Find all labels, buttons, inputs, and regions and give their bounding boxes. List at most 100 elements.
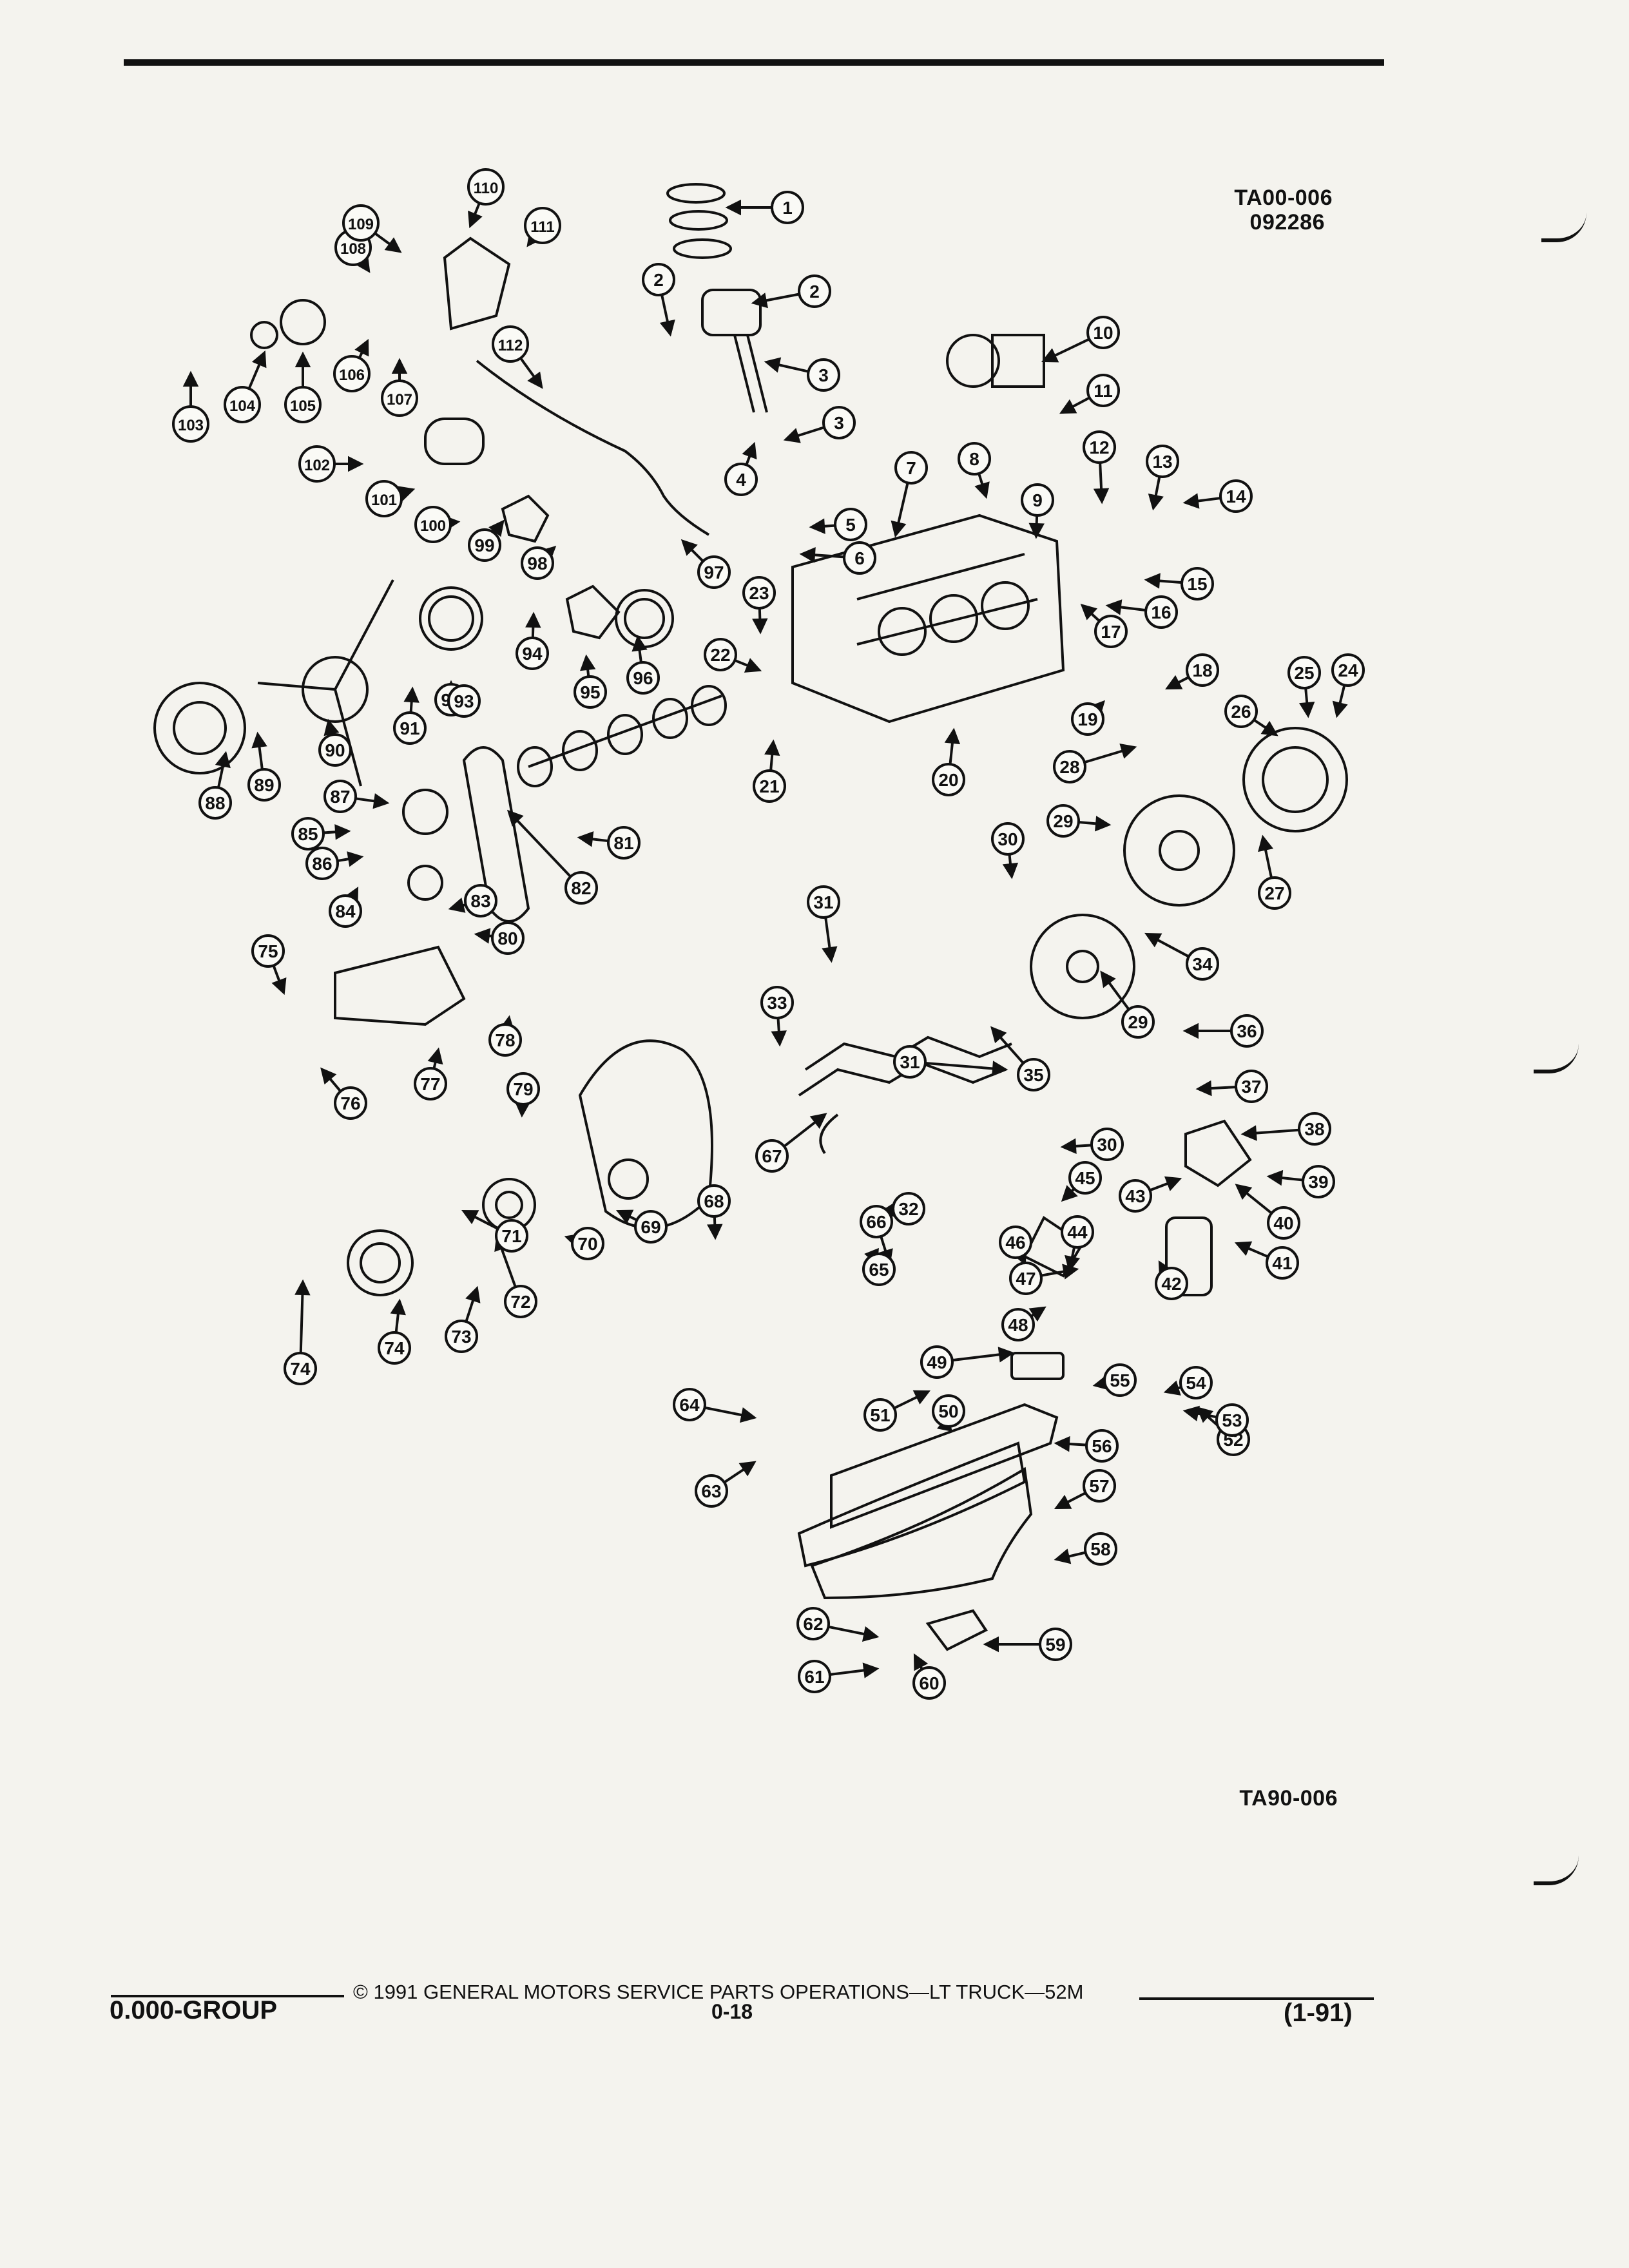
arrow-head [527, 371, 543, 389]
arrow-head [271, 977, 287, 995]
callout-107: 107 [381, 380, 418, 417]
callout-53: 53 [1215, 1403, 1249, 1437]
arrow-head [1299, 701, 1315, 718]
top-rule [124, 59, 1384, 66]
callout-number: 72 [510, 1292, 530, 1312]
callout-5: 5 [834, 508, 867, 541]
callout-9: 9 [1021, 483, 1054, 517]
callout-94: 94 [516, 637, 549, 670]
callout-21: 21 [753, 769, 786, 803]
callout-23: 23 [742, 576, 776, 610]
callout-59: 59 [1039, 1628, 1072, 1661]
callout-33: 33 [760, 986, 794, 1019]
arrow-head [384, 237, 402, 253]
arrow-head [320, 1067, 337, 1085]
arrow-head [744, 658, 762, 673]
arrow-head [348, 456, 364, 472]
callout-circle [1083, 1469, 1116, 1503]
callout-circle [333, 355, 371, 392]
callout-circle [224, 386, 261, 423]
callout-106: 106 [333, 355, 371, 392]
callout-circle [742, 576, 776, 610]
callout-number: 54 [1186, 1373, 1206, 1393]
callout-7: 7 [894, 451, 928, 485]
callout-36: 36 [1230, 1014, 1264, 1048]
callout-58: 58 [1084, 1532, 1117, 1566]
part-outline [562, 730, 598, 771]
callout-number: 2 [653, 270, 664, 290]
arrow-head [294, 1279, 311, 1296]
callout-number: 35 [1023, 1065, 1043, 1085]
revision-label: (1-91) [1284, 1999, 1353, 2027]
callout-circle [284, 386, 322, 423]
arrow-head [771, 1030, 787, 1047]
callout-circle [1224, 695, 1258, 728]
callout-circle [1017, 1058, 1050, 1091]
part-outline [1242, 727, 1348, 832]
callout-number: 59 [1045, 1635, 1065, 1655]
arrow-head [1258, 834, 1274, 852]
arrow-head [1332, 700, 1348, 718]
part-outline [1184, 1119, 1252, 1187]
callout-84: 84 [329, 894, 362, 928]
callout-54: 54 [1179, 1366, 1213, 1399]
callout-99: 99 [468, 528, 501, 562]
callout-number: 77 [420, 1074, 440, 1094]
callout-circle [334, 1086, 367, 1120]
callout-96: 96 [626, 661, 660, 695]
part-outline [578, 1039, 713, 1229]
callout-90: 90 [318, 733, 352, 767]
part-outline [495, 1191, 523, 1219]
callout-circle [1186, 653, 1219, 687]
callout-number: 83 [470, 891, 490, 911]
callout-67: 67 [755, 1139, 789, 1173]
callout-number: 112 [498, 337, 523, 354]
part-outline [666, 183, 726, 204]
callout-95: 95 [574, 675, 607, 709]
callout-46: 46 [999, 1225, 1032, 1259]
part-outline [1030, 914, 1135, 1019]
arrow-head [251, 350, 267, 369]
part-outline [1165, 1216, 1213, 1296]
callout-circle [1287, 656, 1321, 689]
callout-number: 71 [501, 1226, 521, 1246]
callout-number: 94 [522, 644, 543, 664]
callout-circle [843, 541, 876, 575]
callout-4: 4 [724, 463, 758, 496]
callout-circle [1298, 1112, 1331, 1146]
callout-circle [251, 934, 285, 968]
callout-48: 48 [1001, 1308, 1035, 1341]
callout-number: 75 [258, 941, 278, 961]
arrow-head [468, 210, 483, 229]
callout-number: 29 [1053, 811, 1073, 831]
callout-11: 11 [1086, 374, 1120, 407]
callout-79: 79 [506, 1072, 540, 1106]
footer-rule-right [1139, 1997, 1374, 2000]
callout-16: 16 [1144, 595, 1178, 629]
callout-110: 110 [467, 168, 505, 206]
footer-rule-left [111, 1995, 344, 1997]
callout-29: 29 [1046, 804, 1080, 838]
callout-number: 37 [1241, 1077, 1261, 1097]
callout-circle [467, 168, 505, 206]
arrow-head [809, 518, 825, 534]
callout-56: 56 [1085, 1429, 1119, 1463]
callout-number: 30 [998, 829, 1017, 849]
callout-number: 19 [1077, 709, 1097, 729]
callout-circle [932, 1394, 965, 1428]
callout-circle [1021, 483, 1054, 517]
callout-69: 69 [634, 1210, 668, 1244]
callout-89: 89 [247, 768, 281, 802]
arrow-head [992, 1061, 1008, 1077]
callout-109: 109 [342, 204, 380, 242]
callout-32: 32 [892, 1192, 925, 1225]
callout-number: 89 [254, 775, 274, 795]
callout-circle [1039, 1628, 1072, 1661]
arrow-head [1266, 1169, 1284, 1186]
callout-number: 95 [580, 682, 600, 702]
part-outline [929, 594, 978, 643]
arrow-head [251, 731, 267, 749]
callout-number: 7 [906, 458, 916, 478]
callout-number: 12 [1089, 437, 1109, 457]
callout-circle [798, 274, 831, 308]
